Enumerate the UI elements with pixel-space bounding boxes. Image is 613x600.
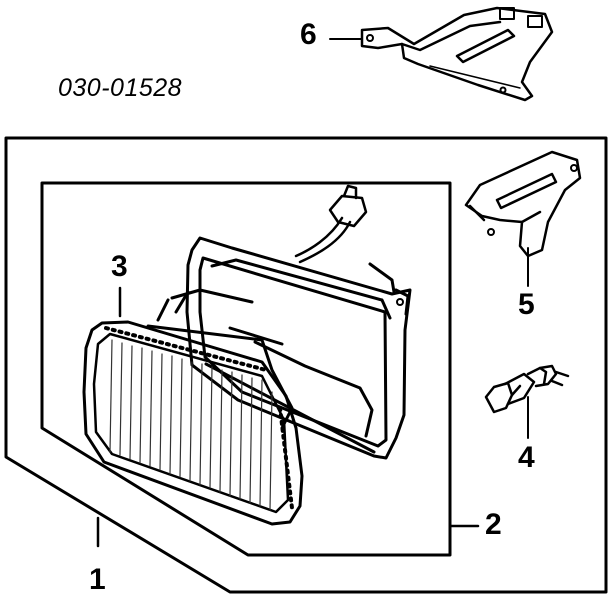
callout-3: 3 <box>111 250 128 283</box>
bracket-part-5 <box>464 150 582 258</box>
assembly-outline <box>4 136 608 594</box>
callout-2: 2 <box>485 508 502 541</box>
part-number-label: 030-01528 <box>58 74 183 102</box>
bulb-part-4 <box>484 364 570 414</box>
callout-4: 4 <box>518 441 535 474</box>
housing-frame <box>185 236 412 460</box>
callout-6: 6 <box>300 18 317 51</box>
light-body <box>146 288 374 438</box>
subassembly-outline <box>40 181 452 557</box>
wire-connector <box>294 184 368 264</box>
callout-5: 5 <box>518 288 535 321</box>
bracket-part-6 <box>360 6 554 102</box>
callout-1: 1 <box>89 563 106 596</box>
lens-part-3 <box>82 320 304 526</box>
